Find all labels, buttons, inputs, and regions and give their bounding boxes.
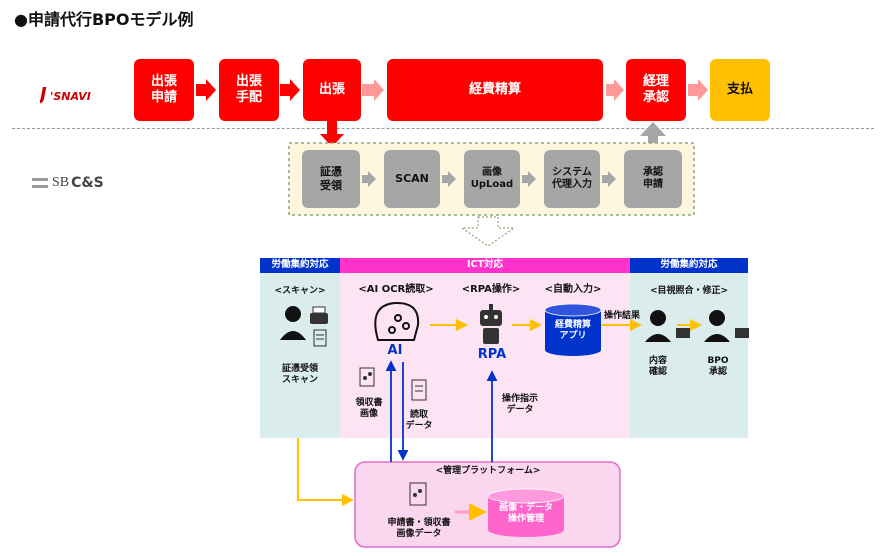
- step-accounting-approval: 経理 承認: [626, 59, 686, 121]
- bpo-step-approval-request: 承認 申請: [624, 150, 682, 208]
- up-arrow-gray: [640, 122, 666, 147]
- bpo-approve-label: BPO 承認: [707, 356, 729, 377]
- platform-title: <管理プラットフォーム>: [435, 466, 541, 476]
- person-icon-scan: [280, 306, 306, 340]
- step-trip-request: 出張 申請: [134, 59, 194, 121]
- ocr-title: <AI OCR読取>: [358, 284, 434, 295]
- receipt-image-icon: [359, 367, 375, 387]
- platform-doc-icon: [409, 482, 427, 506]
- page-title: ●申請代行BPOモデル例: [14, 10, 194, 29]
- svg-text:J: J: [40, 84, 47, 105]
- person-icon-check: [645, 310, 671, 342]
- monitor-icon-check: [676, 328, 690, 338]
- person-icon-approve: [704, 310, 730, 342]
- sbcs-logo-name: C&S: [71, 175, 104, 191]
- app-database-icon: [544, 303, 602, 356]
- auto-input-title: <自動入力>: [544, 284, 602, 295]
- rpa-label: RPA: [477, 347, 507, 362]
- jsnavi-logo: J 'SNAVI: [37, 80, 100, 106]
- rpa-title: <RPA操作>: [461, 284, 521, 295]
- down-arrow-red: [320, 120, 344, 147]
- instruction-data-label: 操作指示 データ: [501, 394, 538, 415]
- down-arrow-dotted: [460, 216, 516, 247]
- step-payment: 支払: [710, 59, 770, 121]
- receipt-scan-label: 証憑受領 スキャン: [281, 364, 318, 385]
- right-panel: [630, 258, 748, 438]
- top-flow-arrows: [196, 79, 708, 101]
- read-data-label: 読取 データ: [405, 410, 433, 431]
- app-label: 経費精算 アプリ: [554, 320, 591, 341]
- left-header-bg: [260, 258, 340, 273]
- ai-head-icon: [374, 301, 420, 341]
- bpo-step-receipt: 証憑 受領: [302, 150, 360, 208]
- read-data-icon: [411, 379, 427, 401]
- bpo-flow-arrows: [362, 171, 616, 187]
- bpo-step-upload: 画像 UpLoad: [464, 150, 520, 208]
- center-header: ICT対応: [467, 259, 503, 270]
- scan-title: <スキャン>: [274, 286, 326, 296]
- jsnavi-logo-text: 'SNAVI: [50, 90, 91, 103]
- step-trip: 出張: [303, 59, 361, 121]
- platform-database-icon: [487, 488, 565, 537]
- step-trip-arrange: 出張 手配: [219, 59, 279, 121]
- bpo-step-proxy-input: システム 代理入力: [544, 150, 600, 208]
- visual-check-title: <目視照合・修正>: [649, 286, 729, 296]
- step-expense: 経費精算: [387, 59, 603, 121]
- receipt-image-label: 領収書 画像: [355, 398, 383, 419]
- bpo-step-scan: SCAN: [384, 150, 440, 208]
- separator-line: [12, 128, 874, 129]
- platform-doc-label: 申請書・領収書 画像データ: [387, 518, 451, 539]
- document-icon-scan: [313, 329, 327, 347]
- right-header: 労働集約対応: [660, 259, 718, 270]
- printer-icon: [310, 306, 328, 324]
- left-panel: [260, 258, 340, 438]
- result-label: 操作結果: [603, 311, 640, 321]
- monitor-icon-approve: [735, 328, 749, 338]
- center-header-bg: [340, 258, 630, 273]
- platform-db-label: 画像・データ 操作管理: [498, 503, 553, 524]
- ai-label: AI: [387, 343, 403, 358]
- sbcs-logo: SB C&S: [32, 172, 122, 194]
- arrow-scan-to-platform: [297, 438, 354, 506]
- left-header: 労働集約対応: [271, 259, 329, 270]
- robot-icon: [480, 304, 502, 344]
- sbcs-logo-mark: [32, 178, 48, 188]
- sbcs-logo-prefix: SB: [52, 175, 70, 190]
- content-check-label: 内容 確認: [648, 356, 667, 377]
- right-header-bg: [630, 258, 748, 273]
